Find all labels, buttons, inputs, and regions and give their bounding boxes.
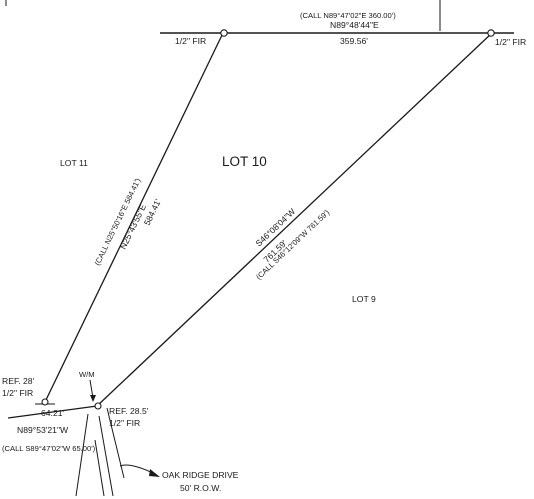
wm-label: W/M (79, 370, 95, 379)
lot-9-label: LOT 9 (352, 294, 376, 304)
lot-10-label: LOT 10 (222, 154, 267, 169)
fir-top-right-label: 1/2" FIR (495, 37, 526, 47)
road-line-3 (98, 415, 114, 497)
fir-top-left-label: 1/2" FIR (175, 36, 206, 46)
fir-top-left-marker (220, 29, 228, 37)
ref-left-line2: 1/2" FIR (2, 388, 33, 398)
lot-11-label: LOT 11 (60, 158, 88, 168)
top-distance-label: 359.56' (340, 36, 368, 46)
ref-left-line1: REF. 28' (2, 376, 35, 386)
ref-right-line2: 1/2" FIR (109, 418, 140, 428)
top-bearing-label: N89°48'44"E (330, 20, 379, 30)
wm-arrowhead (90, 395, 96, 402)
left-boundary-line (44, 32, 224, 403)
fir-top-right-marker (487, 29, 495, 37)
top-call-label: (CALL N89°47'02"E 360.00') (300, 11, 396, 20)
fir-bottom-left-marker (41, 398, 49, 406)
road-name-label: OAK RIDGE DRIVE (162, 470, 239, 480)
road-line-2 (94, 439, 105, 497)
bottom-boundary-line (7, 405, 98, 419)
road-line-1 (75, 413, 89, 497)
fir-bottom-right-marker (94, 402, 102, 410)
road-line-4 (106, 407, 125, 479)
diagonal-call-label: (CALL S46°12'09"W 761.59') (254, 208, 331, 282)
road-leader-arrowhead (149, 469, 160, 477)
bottom-bearing-label: N89°53'21"W (17, 425, 69, 435)
ref-right-line1: REF. 28.5' (109, 406, 149, 416)
bottom-call-label: (CALL S89°47'02"W 65.00') (2, 444, 96, 453)
road-row-label: 50' R.O.W. (180, 483, 221, 493)
bottom-distance-label: 64.21' (41, 408, 65, 418)
diagonal-boundary-line (96, 32, 493, 407)
